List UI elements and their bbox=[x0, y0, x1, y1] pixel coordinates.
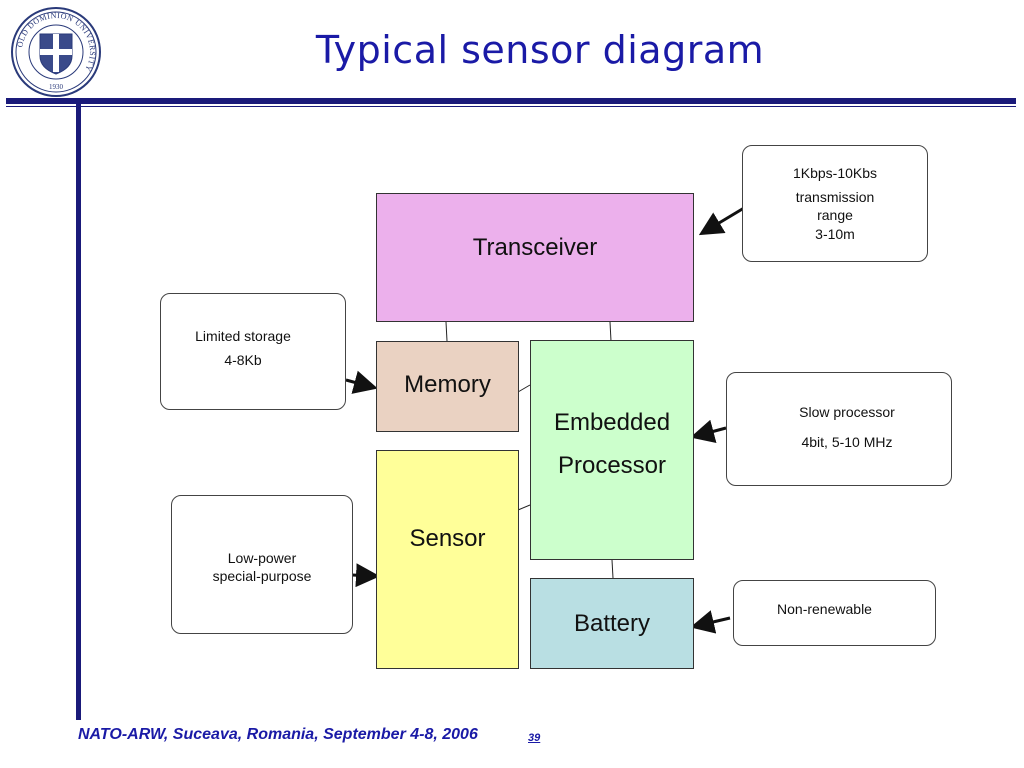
header-rule bbox=[6, 98, 1016, 104]
footer-text: NATO-ARW, Suceava, Romania, September 4-… bbox=[78, 726, 478, 743]
header-rule-thin bbox=[6, 106, 1016, 107]
embedded-processor-block: Embedded Processor bbox=[530, 340, 694, 560]
memory-block: Memory bbox=[376, 341, 519, 432]
memory-callout-line1: Limited storage bbox=[195, 328, 291, 344]
left-vertical-rule bbox=[76, 104, 81, 720]
transceiver-callout: 1Kbps-10Kbs transmission range 3-10m bbox=[742, 145, 928, 262]
arrow-to-memory bbox=[345, 370, 378, 394]
memory-callout-line2: 4-8Kb bbox=[224, 352, 262, 369]
memory-callout: Limited storage 4-8Kb bbox=[160, 293, 346, 410]
slide-title: Typical sensor diagram bbox=[315, 28, 765, 72]
connector-transceiver-processor bbox=[609, 321, 612, 342]
sensor-callout-line2: special-purpose bbox=[212, 568, 312, 585]
processor-label-line1: Embedded bbox=[553, 408, 671, 436]
processor-callout-line1: Slow processor bbox=[799, 404, 895, 420]
transceiver-callout-line2: transmission bbox=[795, 189, 875, 206]
connector-transceiver-memory bbox=[445, 321, 448, 342]
university-seal-logo: OLD DOMINION UNIVERSITY 1930 bbox=[11, 7, 101, 97]
battery-callout: Non-renewable bbox=[733, 580, 936, 646]
transceiver-callout-line3: range bbox=[817, 207, 853, 224]
sensor-block: Sensor bbox=[376, 450, 519, 669]
svg-text:1930: 1930 bbox=[49, 83, 64, 91]
transceiver-block: Transceiver bbox=[376, 193, 694, 322]
connector-memory-processor bbox=[517, 384, 531, 393]
transceiver-label: Transceiver bbox=[472, 233, 598, 261]
sensor-callout: Low-power special-purpose bbox=[171, 495, 353, 634]
arrow-to-battery bbox=[690, 610, 731, 634]
battery-callout-line1: Non-renewable bbox=[777, 601, 872, 617]
arrow-to-sensor bbox=[351, 563, 380, 588]
arrow-to-transceiver bbox=[698, 206, 745, 236]
memory-label: Memory bbox=[404, 370, 491, 398]
battery-label: Battery bbox=[573, 609, 651, 637]
transceiver-callout-line1: 1Kbps-10Kbs bbox=[792, 165, 878, 181]
battery-block: Battery bbox=[530, 578, 694, 669]
transceiver-callout-line4: 3-10m bbox=[815, 225, 855, 242]
connector-processor-battery bbox=[611, 559, 614, 579]
arrow-to-processor bbox=[690, 419, 727, 443]
processor-callout: Slow processor 4bit, 5-10 MHz bbox=[726, 372, 952, 486]
connector-sensor-processor bbox=[517, 504, 531, 511]
page-number[interactable]: 39 bbox=[528, 732, 541, 744]
processor-callout-line2: 4bit, 5-10 MHz bbox=[801, 434, 893, 451]
sensor-label: Sensor bbox=[409, 525, 486, 552]
sensor-callout-line1: Low-power bbox=[227, 550, 297, 566]
processor-label-line2: Processor bbox=[557, 452, 667, 479]
